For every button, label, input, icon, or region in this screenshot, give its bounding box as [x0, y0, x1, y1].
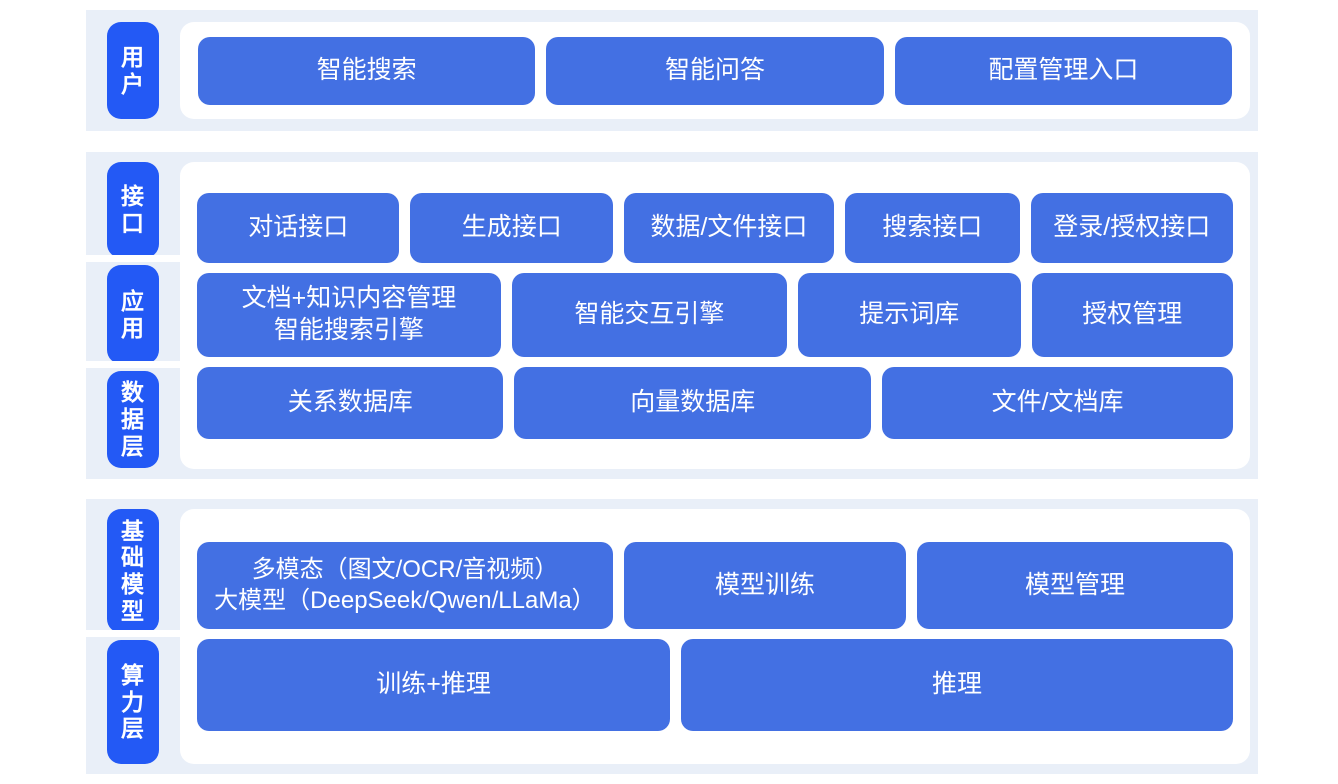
box-multimodal-large-model[interactable]: 多模态（图文/OCR/音视频） 大模型（DeepSeek/Qwen/LLaMa）: [197, 542, 613, 629]
layer-tab-data-char-1: 据: [121, 406, 145, 433]
box-file-document-store[interactable]: 文件/文档库: [882, 366, 1234, 439]
layer-tab-data-char-0: 数: [121, 379, 145, 406]
layer-tab-user-char-1: 户: [121, 70, 145, 97]
layer-tab-data-char-2: 层: [121, 432, 145, 459]
layer-tab-compute-power-char-0: 算: [121, 661, 145, 688]
card-middle-layers: 对话接口 生成接口 数据/文件接口 搜索接口 登录/授权接口 文档+知识内容管理…: [180, 162, 1250, 469]
box-search-interface[interactable]: 搜索接口: [844, 192, 1020, 263]
layer-tab-foundation-model-char-0: 基: [121, 517, 145, 544]
row-application-layer: 文档+知识内容管理 智能搜索引擎 智能交互引擎 提示词库 授权管理: [197, 272, 1233, 357]
box-prompt-library[interactable]: 提示词库: [798, 272, 1021, 357]
box-model-management[interactable]: 模型管理: [917, 542, 1233, 629]
section-middle-layers: 接 口 应 用 数 据 层 对话接口 生成接口: [86, 152, 1258, 479]
box-login-auth-interface[interactable]: 登录/授权接口: [1030, 192, 1233, 263]
section-user-layer: 用 户 智能搜索 智能问答 配置管理入口: [86, 10, 1258, 131]
row-compute-power-layer: 训练+推理 推理: [197, 639, 1233, 731]
band-divider-interface-application: [86, 255, 180, 262]
band-divider-application-data: [86, 361, 180, 368]
bottom-rule: [0, 781, 1338, 784]
layer-tab-rail-foundation: 基 础 模 型 算 力 层: [86, 499, 180, 774]
card-user-layer: 智能搜索 智能问答 配置管理入口: [180, 22, 1250, 119]
row-foundation-model-layer: 多模态（图文/OCR/音视频） 大模型（DeepSeek/Qwen/LLaMa）…: [197, 542, 1233, 629]
layer-tab-foundation-model-char-2: 模: [121, 571, 145, 597]
box-model-training[interactable]: 模型训练: [623, 542, 907, 629]
layer-tab-data[interactable]: 数 据 层: [107, 371, 159, 468]
box-authorization-management[interactable]: 授权管理: [1031, 272, 1233, 357]
box-smart-interaction-engine[interactable]: 智能交互引擎: [511, 272, 788, 357]
layer-tab-application[interactable]: 应 用: [107, 265, 159, 364]
box-config-management-entry[interactable]: 配置管理入口: [894, 36, 1232, 105]
box-smart-qa[interactable]: 智能问答: [546, 36, 884, 105]
layer-tab-application-char-0: 应: [121, 287, 145, 314]
box-document-knowledge-management[interactable]: 文档+知识内容管理 智能搜索引擎: [197, 272, 501, 357]
row-data-layer: 关系数据库 向量数据库 文件/文档库: [197, 366, 1234, 439]
layer-tab-compute-power-char-2: 层: [121, 715, 145, 742]
layer-tab-foundation-model[interactable]: 基 础 模 型: [107, 509, 159, 633]
section-foundation-layers: 基 础 模 型 算 力 层 多模态（图文/OCR/音视频） 大模型（DeepSe…: [86, 499, 1258, 774]
layer-tab-application-char-1: 用: [121, 314, 145, 341]
layer-tab-user-char-0: 用: [121, 43, 145, 70]
layer-tab-interface-char-1: 口: [121, 210, 145, 236]
box-vector-database[interactable]: 向量数据库: [514, 366, 872, 439]
box-generation-interface[interactable]: 生成接口: [410, 192, 613, 263]
box-relational-database[interactable]: 关系数据库: [197, 366, 504, 439]
box-inference[interactable]: 推理: [681, 639, 1233, 731]
box-data-file-interface[interactable]: 数据/文件接口: [623, 192, 834, 263]
layer-tab-user[interactable]: 用 户: [107, 22, 159, 119]
band-divider-model-power: [86, 630, 180, 637]
row-user-entries: 智能搜索 智能问答 配置管理入口: [198, 36, 1232, 105]
layer-tab-interface-char-0: 接: [121, 183, 145, 210]
layer-tab-foundation-model-char-1: 础: [121, 544, 145, 571]
layer-tab-compute-power-char-1: 力: [121, 688, 145, 715]
box-training-and-inference[interactable]: 训练+推理: [197, 639, 671, 731]
box-dialog-interface[interactable]: 对话接口: [197, 192, 400, 263]
layer-tab-rail-user: 用 户: [86, 10, 180, 131]
layer-tab-rail-middle: 接 口 应 用 数 据 层: [86, 152, 180, 479]
box-smart-search[interactable]: 智能搜索: [198, 36, 536, 105]
row-interface-layer: 对话接口 生成接口 数据/文件接口 搜索接口 登录/授权接口: [197, 192, 1233, 263]
layer-tab-interface[interactable]: 接 口: [107, 162, 159, 258]
card-foundation-layers: 多模态（图文/OCR/音视频） 大模型（DeepSeek/Qwen/LLaMa）…: [180, 509, 1250, 764]
layer-tab-compute-power[interactable]: 算 力 层: [107, 640, 159, 764]
layer-tab-foundation-model-char-3: 型: [121, 597, 145, 624]
